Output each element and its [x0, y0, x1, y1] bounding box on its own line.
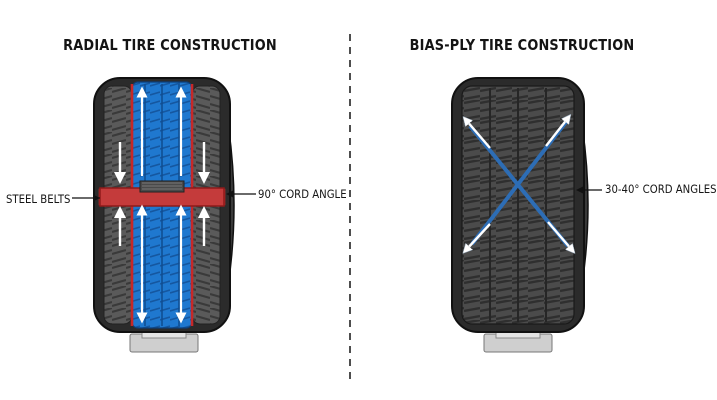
radial-title: RADIAL TIRE CONSTRUCTION	[63, 36, 277, 54]
steel-belts-label: STEEL BELTS	[6, 192, 71, 206]
bias-ply-tire	[451, 77, 602, 353]
bias-arrow	[466, 120, 491, 149]
cord-angle-90-label: 90° CORD ANGLE	[258, 187, 347, 201]
radial-tire	[72, 77, 256, 353]
bias-arrow	[545, 118, 568, 147]
bias-arrow	[547, 221, 572, 250]
tire-illustration	[72, 34, 602, 384]
bias-ply-title: BIAS-PLY TIRE CONSTRUCTION	[409, 36, 635, 54]
cord-angle-bias-label: 30-40° CORD ANGLES	[605, 182, 717, 196]
bias-arrow	[466, 223, 491, 250]
diagram-canvas: RADIAL TIRE CONSTRUCTION BIAS-PLY TIRE C…	[6, 34, 717, 384]
